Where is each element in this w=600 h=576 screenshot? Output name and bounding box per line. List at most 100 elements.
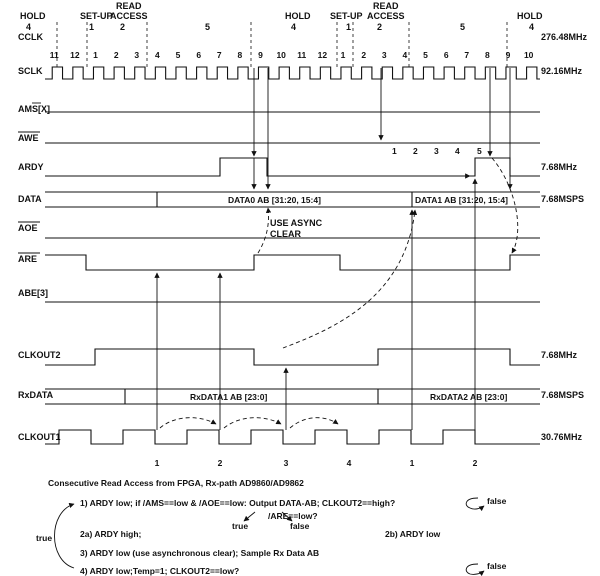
curve-clk1-2 xyxy=(223,417,282,429)
phase-setup-1: SET-UP xyxy=(80,11,113,21)
sclk-count: 1 xyxy=(341,50,346,60)
flow-description: Consecutive Read Access from FPGA, Rx-pa… xyxy=(36,478,507,576)
freq-clkout1: 30.76MHz xyxy=(541,432,583,442)
ardy-count: 1 xyxy=(392,146,397,156)
sclk-count: 12 xyxy=(70,50,80,60)
async-clear-line2: CLEAR xyxy=(270,229,301,239)
frequency-labels: 276.48MHz 92.16MHz 7.68MHz 7.68MSPS 7.68… xyxy=(541,32,588,442)
sclk-count: 8 xyxy=(485,50,490,60)
ardy-count: 5 xyxy=(477,146,482,156)
phase-read-1: ACCESS xyxy=(110,11,148,21)
flow-step1: 1) ARDY low; if /AMS==low & /AOE==low: O… xyxy=(80,498,395,508)
flow-step3: 3) ARDY low (use asynchronous clear); Sa… xyxy=(80,548,319,558)
curve-clk1-1 xyxy=(159,417,217,429)
sclk-count: 3 xyxy=(382,50,387,60)
ardy-wave xyxy=(45,157,540,177)
flow-self-loop-4 xyxy=(465,563,485,576)
clkout2-wave xyxy=(45,348,540,366)
timing-arrows xyxy=(154,68,513,430)
sclk-count: 2 xyxy=(361,50,366,60)
curve-clk1-3 xyxy=(289,417,339,429)
label-clkout1: CLKOUT1 xyxy=(18,432,61,442)
flow-step2a: 2a) ARDY high; xyxy=(80,529,142,539)
freq-sclk: 92.16MHz xyxy=(541,66,583,76)
sclk-count: 6 xyxy=(196,50,201,60)
clkout1-count: 1 xyxy=(155,458,160,468)
data0-label: DATA0 AB [31:20, 15:4] xyxy=(228,195,321,205)
sclk-count: 3 xyxy=(134,50,139,60)
freq-cclk: 276.48MHz xyxy=(541,32,588,42)
sclk-count: 7 xyxy=(217,50,222,60)
phase-hold-1: HOLD xyxy=(20,11,46,21)
label-ardy: ARDY xyxy=(18,162,44,172)
sclk-count: 5 xyxy=(423,50,428,60)
flow-self-loop-1 xyxy=(465,497,485,512)
phase-setup-1-count: 1 xyxy=(89,22,94,32)
flow-loop-true: true xyxy=(36,533,52,543)
async-clear-line1: USE ASYNC xyxy=(270,218,323,228)
phase-hold-3: HOLD xyxy=(517,11,543,21)
async-curves xyxy=(159,157,519,429)
flow-step2b: 2b) ARDY low xyxy=(385,529,441,539)
clkout1-count: 4 xyxy=(347,458,352,468)
data-bus xyxy=(45,191,540,208)
sclk-count: 12 xyxy=(318,50,328,60)
curve-ardy-are xyxy=(491,157,519,254)
phase-read-2: ACCESS xyxy=(367,11,405,21)
clkout1-count: 2 xyxy=(218,458,223,468)
flow-false: false xyxy=(290,521,310,531)
flow-step1b: /ARE==low? xyxy=(268,511,318,521)
sclk-count: 6 xyxy=(444,50,449,60)
flow-false-4: false xyxy=(487,561,507,571)
label-rxdata: RxDATA xyxy=(18,390,54,400)
ardy-counts: 1 2 3 4 5 xyxy=(392,146,482,156)
flow-true: true xyxy=(232,521,248,531)
freq-ardy: 7.68MHz xyxy=(541,162,578,172)
clkout1-count: 1 xyxy=(410,458,415,468)
flow-false-1: false xyxy=(487,496,507,506)
clkout1-count: 3 xyxy=(284,458,289,468)
clkout1-counts: 1 2 3 4 1 2 xyxy=(155,458,478,468)
sclk-count: 7 xyxy=(464,50,469,60)
rxdata-bus xyxy=(45,388,540,405)
ardy-count: 4 xyxy=(455,146,460,156)
label-ams: AMS[X] xyxy=(18,104,50,114)
phase-read-2-count: 2 xyxy=(377,22,382,32)
ardy-count: 2 xyxy=(413,146,418,156)
phase-hold-1-count: 4 xyxy=(26,22,31,32)
label-abe: ABE[3] xyxy=(18,288,48,298)
flow-title: Consecutive Read Access from FPGA, Rx-pa… xyxy=(48,478,304,488)
phase-hold-2: HOLD xyxy=(285,11,311,21)
label-are: ARE xyxy=(18,254,37,264)
sclk-count: 9 xyxy=(506,50,511,60)
flow-loop-arrow xyxy=(54,502,75,569)
sclk-wave xyxy=(45,66,540,80)
sclk-count: 2 xyxy=(114,50,119,60)
clkout1-count: 2 xyxy=(473,458,478,468)
sclk-count: 11 xyxy=(297,50,306,60)
freq-clkout2: 7.68MHz xyxy=(541,350,578,360)
phase-boundaries xyxy=(56,22,508,68)
overlines xyxy=(18,102,41,254)
label-awe: AWE xyxy=(18,133,39,143)
sclk-count: 4 xyxy=(403,50,408,60)
phase-read-1-count: 2 xyxy=(120,22,125,32)
signal-labels: CCLK SCLK AMS[X] AWE ARDY DATA AOE ARE A… xyxy=(18,32,61,442)
sclk-count: 10 xyxy=(276,50,286,60)
phase-hold-3-count: 4 xyxy=(529,22,534,32)
phase-setup-2-count: 1 xyxy=(346,22,351,32)
ardy-count: 3 xyxy=(434,146,439,156)
flow-step4: 4) ARDY low;Temp=1; CLKOUT2==low? xyxy=(80,566,239,576)
phase-hold-2-count: 4 xyxy=(291,22,296,32)
sclk-count: 4 xyxy=(155,50,160,60)
clkout1-wave xyxy=(45,429,540,445)
freq-data: 7.68MSPS xyxy=(541,194,584,204)
rx2-label: RxDATA2 AB [23:0] xyxy=(430,392,507,402)
sclk-count: 5 xyxy=(176,50,181,60)
flow-arrow-true xyxy=(243,511,256,522)
phase-read-2-top: READ xyxy=(373,1,399,11)
phase-wait-1-count: 5 xyxy=(205,22,210,32)
sclk-count: 10 xyxy=(524,50,534,60)
curve-clkout2-data xyxy=(282,209,418,349)
